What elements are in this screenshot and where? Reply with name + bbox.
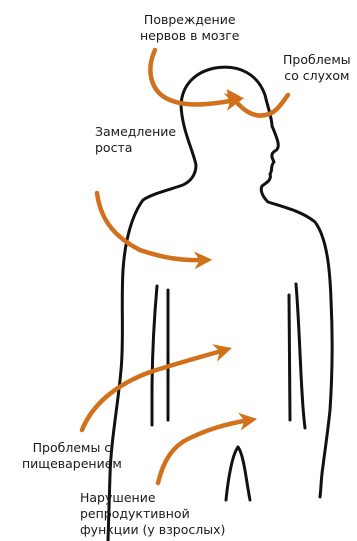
legs-crotch	[226, 447, 250, 500]
torso-right-edge	[289, 295, 290, 420]
right-arm-inner	[296, 284, 305, 428]
label-reproductive-dysfunction: Нарушение репродуктивной функции (у взро…	[80, 490, 225, 538]
label-brain-nerve-damage: Повреждение нервов в мозге	[140, 12, 239, 44]
arrow-growth	[97, 193, 205, 260]
label-growth-delay: Замедление роста	[95, 124, 176, 156]
left-arm-inner	[152, 286, 157, 425]
label-digestion-problems: Проблемы с пищеварением	[22, 440, 122, 472]
arrow-hearing	[231, 95, 288, 116]
label-hearing-problems: Проблемы со слухом	[283, 52, 351, 84]
